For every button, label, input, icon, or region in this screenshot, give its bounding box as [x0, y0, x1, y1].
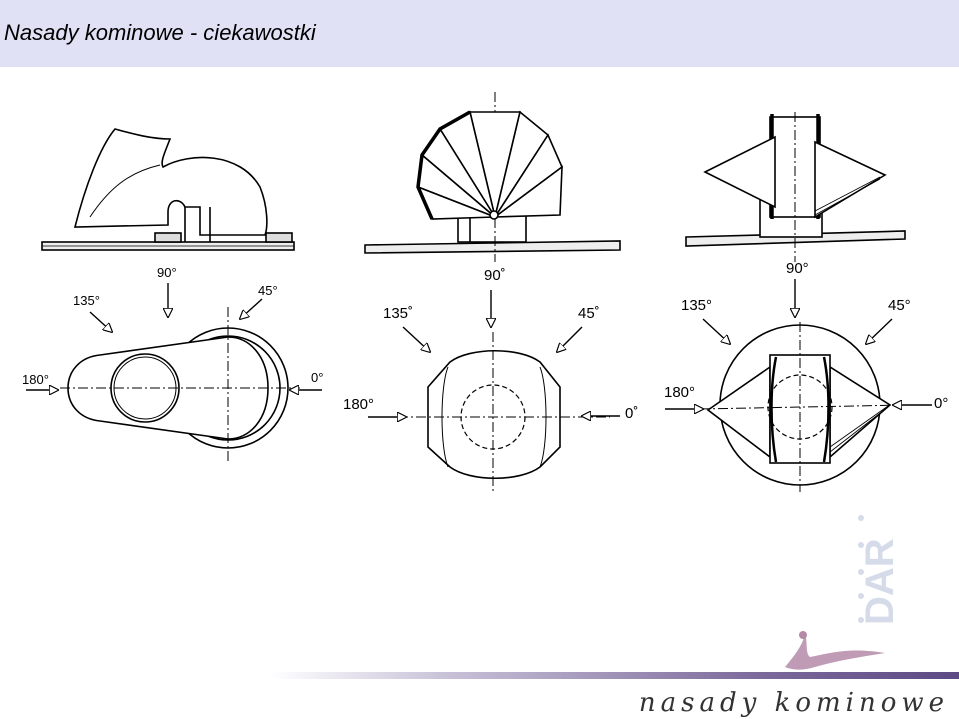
cowl-3-top-view [665, 279, 932, 492]
cowl-2-angle-45: 45˚ [578, 305, 600, 322]
dancer-figure-logo [785, 631, 885, 670]
dar-logo: DAR [858, 515, 902, 625]
cowl-3-angle-45: 45° [888, 297, 911, 314]
cowl-3-angle-0: 0° [934, 395, 948, 412]
cowl-2-top-view [368, 290, 620, 492]
cowl-2-angle-0: 0˚ [625, 405, 638, 422]
cowl-3-angle-135: 135° [681, 297, 712, 314]
cowl-2-angle-90: 90˚ [484, 267, 506, 284]
cowl-2-angle-135: 135˚ [383, 305, 413, 322]
cowl-2-side-view [364, 92, 621, 262]
cowl-1-top-view [26, 283, 322, 462]
cowl-1-angle-90: 90° [157, 265, 177, 280]
dar-logo-text: DAR [858, 538, 902, 625]
cowl-3-side-view [685, 112, 906, 262]
header-bar: Nasady kominowe - ciekawostki [0, 0, 959, 67]
cowl-1-angle-45: 45° [258, 283, 278, 298]
cowl-1-angle-180: 180° [22, 372, 49, 387]
footer-brand-text: nasady kominowe [638, 688, 949, 718]
cowl-3-angle-180: 180° [664, 384, 695, 401]
cowl-1-angle-135: 135° [73, 293, 100, 308]
cowl-1-side-view [41, 128, 295, 251]
drawings-area: 90° 135° 45° 180° 0° 90˚ 135˚ 45˚ 180° [22, 92, 948, 492]
cowl-1-angle-0: 0° [311, 370, 323, 385]
cowl-3-angle-90: 90° [786, 260, 809, 277]
cowl-2-angle-180: 180° [343, 396, 374, 413]
page-title: Nasady kominowe - ciekawostki [4, 20, 316, 45]
footer-divider-line [270, 672, 959, 679]
